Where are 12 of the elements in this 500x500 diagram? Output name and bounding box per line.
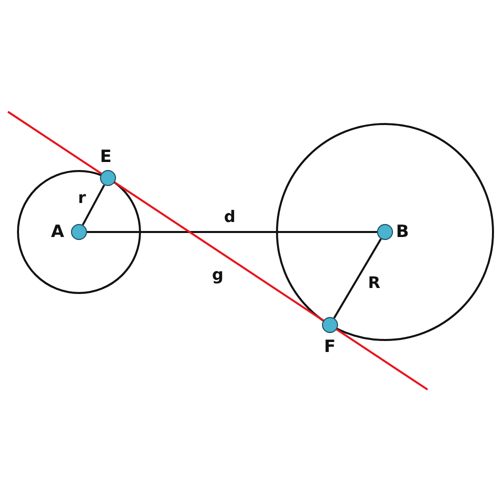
point-label: E (100, 148, 112, 166)
line-segment (87, 231, 377, 233)
point-label: A (51, 223, 64, 241)
edge-label: R (367, 274, 382, 292)
line-segment (82, 184, 106, 226)
edge-label: r (77, 189, 87, 207)
point-label: B (396, 223, 409, 241)
point-label: F (324, 338, 336, 356)
tangent-line (114, 182, 324, 322)
edge-label: g (211, 266, 224, 284)
line-segment (333, 238, 382, 319)
edge-label: d (223, 208, 236, 226)
